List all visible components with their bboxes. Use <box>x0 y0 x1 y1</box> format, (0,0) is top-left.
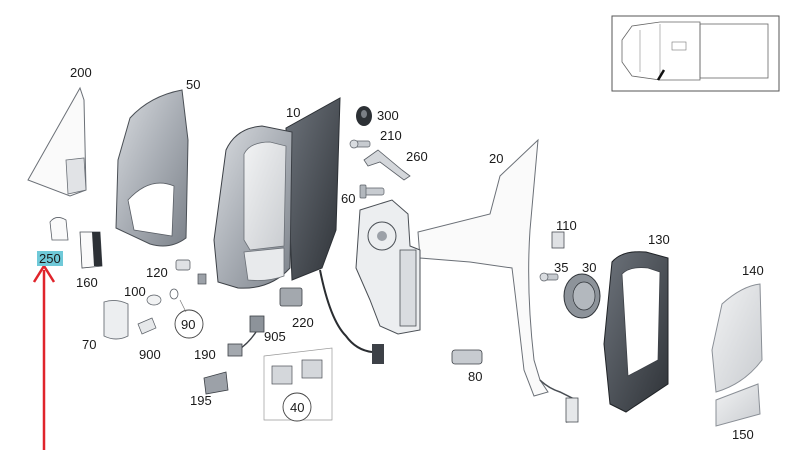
part-150-wide-angle-glass <box>715 383 761 427</box>
part-200-cover <box>27 86 87 197</box>
part-220-connector <box>279 287 303 307</box>
label-150: 150 <box>732 427 754 442</box>
label-210: 210 <box>380 128 402 143</box>
part-100-bulb <box>146 288 179 306</box>
part-50-housing-shell <box>115 89 189 247</box>
label-80: 80 <box>468 369 483 384</box>
label-35: 35 <box>554 260 569 275</box>
part-110-clip <box>551 231 565 249</box>
part-160-lamp <box>79 231 103 269</box>
label-40: 40 <box>290 400 305 415</box>
label-260: 260 <box>406 149 428 164</box>
part-190-connector <box>227 343 243 357</box>
label-250-highlighted: 250 <box>37 251 63 266</box>
label-130: 130 <box>648 232 670 247</box>
label-10: 10 <box>286 105 301 120</box>
label-90: 90 <box>181 317 196 332</box>
label-140: 140 <box>742 263 764 278</box>
part-260-bracket <box>363 149 411 181</box>
part-80-switch <box>451 349 483 365</box>
label-120: 120 <box>146 265 168 280</box>
label-195: 195 <box>190 393 212 408</box>
label-110: 110 <box>556 218 577 233</box>
label-190: 190 <box>194 347 216 362</box>
label-300: 300 <box>377 108 399 123</box>
part-30-motor <box>563 273 601 319</box>
label-20: 20 <box>489 151 504 166</box>
part-35-screw <box>539 272 559 282</box>
part-300-grommet <box>356 106 372 126</box>
part-130-glass-frame <box>603 251 669 413</box>
label-900: 900 <box>139 347 161 362</box>
red-pointer-arrow-icon <box>32 263 56 450</box>
vehicle-locator-thumbnail <box>611 15 780 92</box>
label-60: 60 <box>341 191 356 206</box>
part-70-cover <box>103 299 129 340</box>
label-220: 220 <box>292 315 314 330</box>
part-210-pin <box>349 139 371 149</box>
label-905: 905 <box>264 329 286 344</box>
part-900-clip <box>137 317 157 335</box>
label-70: 70 <box>82 337 97 352</box>
part-140-mirror-glass <box>711 283 763 393</box>
label-200: 200 <box>70 65 92 80</box>
part-250-cap <box>49 217 69 241</box>
label-100: 100 <box>124 284 146 299</box>
label-30: 30 <box>582 260 597 275</box>
part-120-bulb <box>175 259 207 285</box>
part-10-mirror-assembly <box>213 97 384 364</box>
part-195-lamp <box>203 371 229 395</box>
part-20-mirror-arm <box>355 138 579 423</box>
part-90-group <box>174 299 204 339</box>
part-60-bolt <box>359 184 385 199</box>
label-50: 50 <box>186 77 201 92</box>
label-160: 160 <box>76 275 98 290</box>
part-40-group <box>263 347 333 422</box>
